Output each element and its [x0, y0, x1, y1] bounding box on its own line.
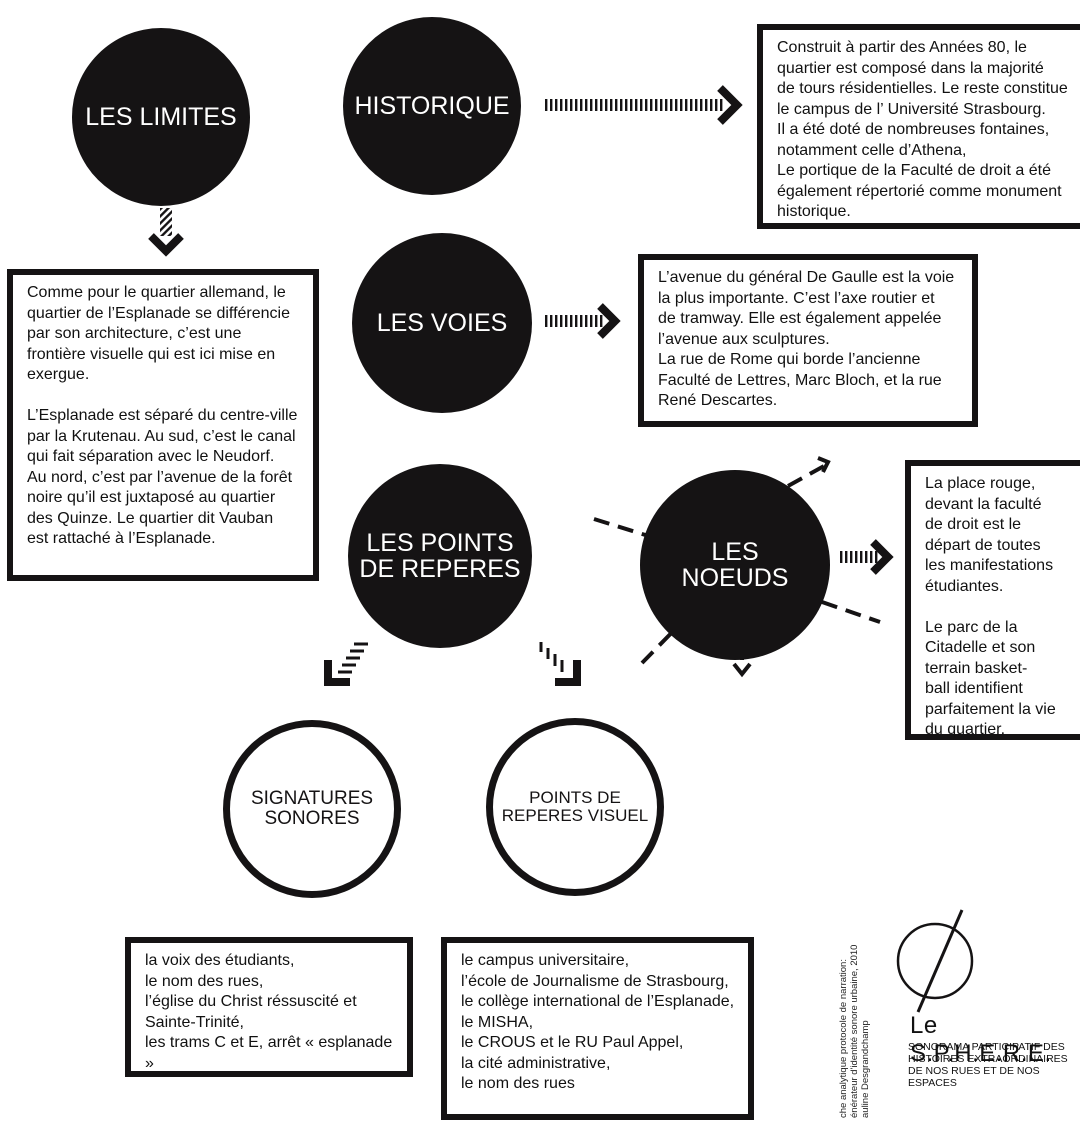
arrow-voies-to-box: [545, 303, 621, 339]
circle-les-voies: LES VOIES: [352, 233, 532, 413]
arrow-noeuds-to-box: [840, 539, 894, 575]
circle-points-de-reperes-visuel: POINTS DE REPERES VISUEL: [486, 718, 664, 896]
sphere-logo-icon: [896, 909, 974, 1013]
circle-les-points-de-reperes: LES POINTS DE REPERES: [348, 464, 532, 648]
circle-label: LES NOEUDS: [681, 537, 789, 592]
sphere-subtitle: SONORAMA PARTICIPATIF DES HISTOIRES EXTR…: [908, 1041, 1068, 1089]
circle-label: SIGNATURES SONORES: [250, 788, 374, 829]
sphere-title: Le S.P.H.E.R.E.: [910, 1012, 1052, 1067]
box-les-voies: L’avenue du général De Gaulle est la voi…: [638, 254, 978, 427]
credit-text: che analytique protocole de narration: é…: [838, 944, 871, 1118]
circle-label: LES POINTS DE REPERES: [359, 528, 521, 583]
box-les-limites: Comme pour le quartier allemand, le quar…: [7, 269, 319, 581]
ray-arrowhead-down: [732, 662, 752, 678]
circle-label: LES LIMITES: [85, 102, 237, 131]
box-signatures-sonores: la voix des étudiants, le nom des rues, …: [125, 937, 413, 1077]
arrow-historique-to-box: [545, 85, 743, 125]
ray-arrowhead-ne: [817, 456, 831, 473]
arrow-reperes-to-signatures: [324, 642, 368, 686]
circle-les-noeuds: LES NOEUDS: [640, 470, 830, 660]
arrow-limites-to-box: [148, 208, 184, 257]
circle-historique: HISTORIQUE: [343, 17, 521, 195]
circle-signatures-sonores: SIGNATURES SONORES: [223, 720, 401, 898]
box-les-noeuds: La place rouge, devant la faculté de dro…: [905, 460, 1080, 740]
box-points-de-reperes-visuel: le campus universitaire, l’école de Jour…: [441, 937, 754, 1120]
circle-label: LES VOIES: [376, 308, 508, 337]
circle-label: POINTS DE REPERES VISUEL: [501, 788, 649, 825]
circle-les-limites: LES LIMITES: [72, 28, 250, 206]
circle-label: HISTORIQUE: [354, 91, 510, 120]
box-historique: Construit à partir des Années 80, le qua…: [757, 24, 1080, 229]
arrow-reperes-to-visuel: [539, 642, 581, 686]
